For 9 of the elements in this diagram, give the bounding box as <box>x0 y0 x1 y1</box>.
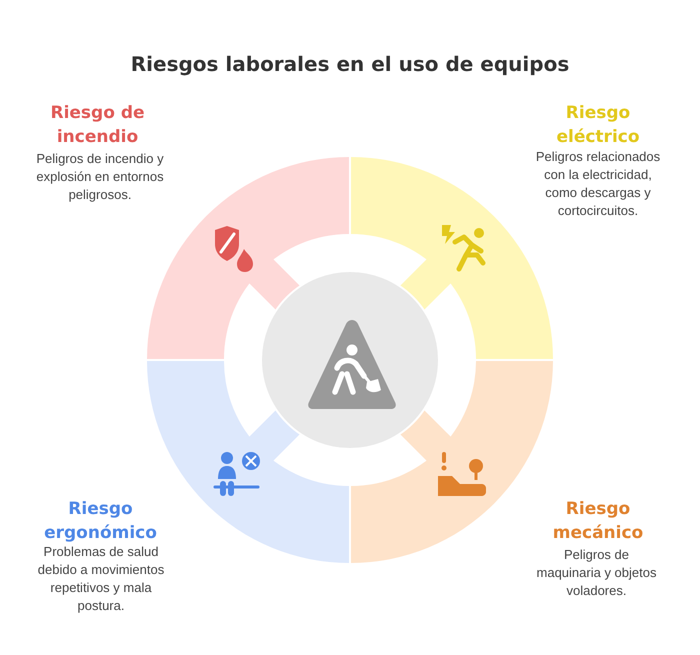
segment-description: Peligros de maquinaria y objetos voladores. <box>536 546 658 600</box>
segment-description: Problemas de salud debido a movimientos repetitivos y mala postura. <box>36 543 166 615</box>
diagram-title: Riesgos laborales en el uso de equipos <box>130 52 570 76</box>
segment-title: Riesgo ergonómico <box>43 498 158 545</box>
segment-title: Riesgo mecánico <box>552 498 644 545</box>
segment-title: Riesgo de incendio <box>49 102 146 149</box>
segment-title: Riesgo eléctrico <box>555 102 641 149</box>
segment-description: Peligros de incendio y explosión en entornos peligrosos. <box>35 150 165 204</box>
segment-description: Peligros relacionados con la electricidad, como descargas y cortocircuitos. <box>534 148 662 220</box>
